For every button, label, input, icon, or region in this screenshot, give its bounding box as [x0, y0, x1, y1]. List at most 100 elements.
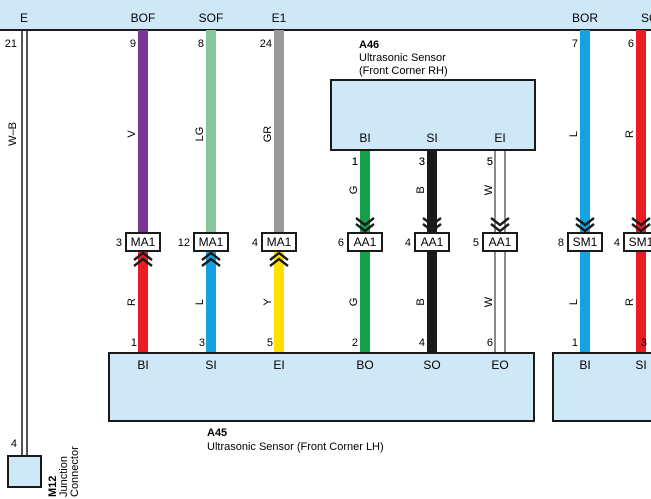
connector-chevron-7 — [575, 217, 595, 233]
bottom-wire-color-6: W — [483, 296, 495, 307]
header-label-e1: E1 — [272, 11, 287, 25]
sensor-a45-pin-5: 5 — [267, 337, 273, 349]
connector-chevron-7-stroke-1 — [575, 223, 595, 233]
sensor-a45-terminal-eo: EO — [491, 358, 508, 372]
connector-chevron-2-stroke-1 — [201, 251, 221, 261]
sensor-a46-pin-1: 1 — [352, 156, 358, 168]
junction-connector-code: M12 — [47, 476, 59, 497]
connector-box-1 — [125, 232, 161, 252]
connector-box-5 — [414, 232, 450, 252]
bottom-wire-4-body — [360, 251, 370, 353]
top-wire-pin-3: 24 — [260, 38, 272, 50]
sensor-a45-terminal-ei: EI — [273, 358, 284, 372]
sensor-right-partial: BI SI 1 3 — [552, 337, 651, 422]
top-wire-pin-8: 6 — [628, 38, 634, 50]
top-wire-pin-7: 7 — [572, 38, 578, 50]
connector-pin-1: 3 — [116, 237, 122, 249]
sensor-a45-pin-2: 2 — [352, 337, 358, 349]
connector-chevron-7-stroke-2 — [575, 217, 595, 227]
sensor-a46-pin-5: 5 — [487, 156, 493, 168]
sensor-a46-terminal-ei: EI — [494, 131, 505, 145]
connector-pin-5: 4 — [405, 237, 411, 249]
top-wire-7 — [580, 30, 590, 233]
sensor-a46-terminal-bi: BI — [359, 131, 370, 145]
ground-wire: 21 W–B 4 — [5, 30, 28, 456]
bottom-wire-1 — [138, 251, 148, 353]
top-wire-color-7: L — [568, 131, 580, 137]
bottom-wire-color-2: L — [194, 299, 206, 305]
sensor-a45-terminal-bo: BO — [356, 358, 373, 372]
header-label-so: SO — [641, 11, 651, 25]
connector-box-3 — [261, 232, 297, 252]
connector-pin-7: 8 — [558, 237, 564, 249]
sensor-a45-terminal-si: SI — [205, 358, 216, 372]
connector-chevron-4-stroke-2 — [355, 217, 375, 227]
bottom-wire-color-3: Y — [262, 298, 274, 306]
bottom-wire-3-body — [274, 251, 284, 353]
top-wire-color-5: B — [415, 186, 427, 193]
bottom-wire-7 — [580, 251, 590, 353]
bottom-wire-color-1: R — [126, 298, 138, 306]
connector-code-6: AA1 — [489, 235, 512, 249]
connector-code-5: AA1 — [421, 235, 444, 249]
header-label-bor: BOR — [572, 11, 598, 25]
top-wire-6 — [494, 149, 506, 234]
connector-code-1: MA1 — [131, 235, 156, 249]
top-wire-1-body — [138, 30, 148, 233]
connector-chevron-1-stroke-1 — [133, 251, 153, 261]
junction-connector-box — [7, 455, 42, 488]
top-wire-pin-5: 3 — [419, 156, 425, 168]
bottom-wire-8-body — [636, 251, 646, 353]
top-wire-1 — [138, 30, 148, 233]
sensor-a46-code: A46 — [359, 39, 379, 51]
top-wire-color-3: GR — [262, 126, 274, 143]
bottom-wire-2-body — [206, 251, 216, 353]
connector-pin-6: 5 — [473, 237, 479, 249]
junction-connector-name-2: Connector — [69, 446, 81, 497]
sensor-a45-terminal-so: SO — [423, 358, 440, 372]
top-wire-3-body — [274, 30, 284, 233]
top-wire-pin-2: 8 — [198, 38, 204, 50]
connector-box-6 — [482, 232, 518, 252]
connector-chevron-4-stroke-1 — [355, 223, 375, 233]
connector-chevron-4 — [355, 217, 375, 233]
sensor-a45-pin-3: 3 — [199, 337, 205, 349]
top-wire-4-body — [360, 150, 370, 233]
sensor-a45-name: Ultrasonic Sensor (Front Corner LH) — [207, 441, 384, 453]
bottom-wire-4 — [360, 251, 370, 353]
sensor-a45-pin-4: 4 — [419, 337, 425, 349]
bottom-wire-8 — [636, 251, 646, 353]
top-wire-color-8: R — [624, 130, 636, 138]
connector-chevron-3-stroke-1 — [269, 251, 289, 261]
sensor-a45-code: A45 — [207, 427, 227, 439]
bottom-wire-6-body — [494, 250, 506, 354]
sensor-a45-pin-6: 6 — [487, 337, 493, 349]
connector-pin-3: 4 — [252, 237, 258, 249]
top-wire-color-4: G — [348, 186, 360, 195]
bottom-wire-color-4: G — [348, 298, 360, 307]
sensor-a46-body — [330, 79, 536, 151]
header-label-e: E — [20, 11, 28, 25]
sensor-a46-name-2: (Front Corner RH) — [359, 65, 448, 77]
top-wire-3 — [274, 30, 284, 233]
bottom-wire-5-body — [427, 251, 437, 353]
ground-pin-top: 21 — [5, 38, 17, 50]
connector-code-3: MA1 — [267, 235, 292, 249]
sensor-right-terminal-si: SI — [635, 358, 646, 372]
connector-chevron-6-stroke-2 — [490, 217, 510, 227]
connector-box-4 — [347, 232, 383, 252]
connector-box-8 — [623, 232, 651, 252]
connector-box-7 — [567, 232, 603, 252]
connector-chevron-3-stroke-2 — [269, 257, 289, 267]
sensor-right-pin-3: 3 — [641, 337, 647, 349]
connector-pin-2: 12 — [178, 237, 190, 249]
top-wire-color-1: V — [126, 130, 138, 138]
connector-chevron-6-stroke-1 — [490, 223, 510, 233]
header-background — [0, 0, 651, 30]
sensor-a45-terminal-bi: BI — [137, 358, 148, 372]
junction-connector-name-1: Junction — [58, 456, 70, 497]
header-label-bof: BOF — [131, 11, 156, 25]
